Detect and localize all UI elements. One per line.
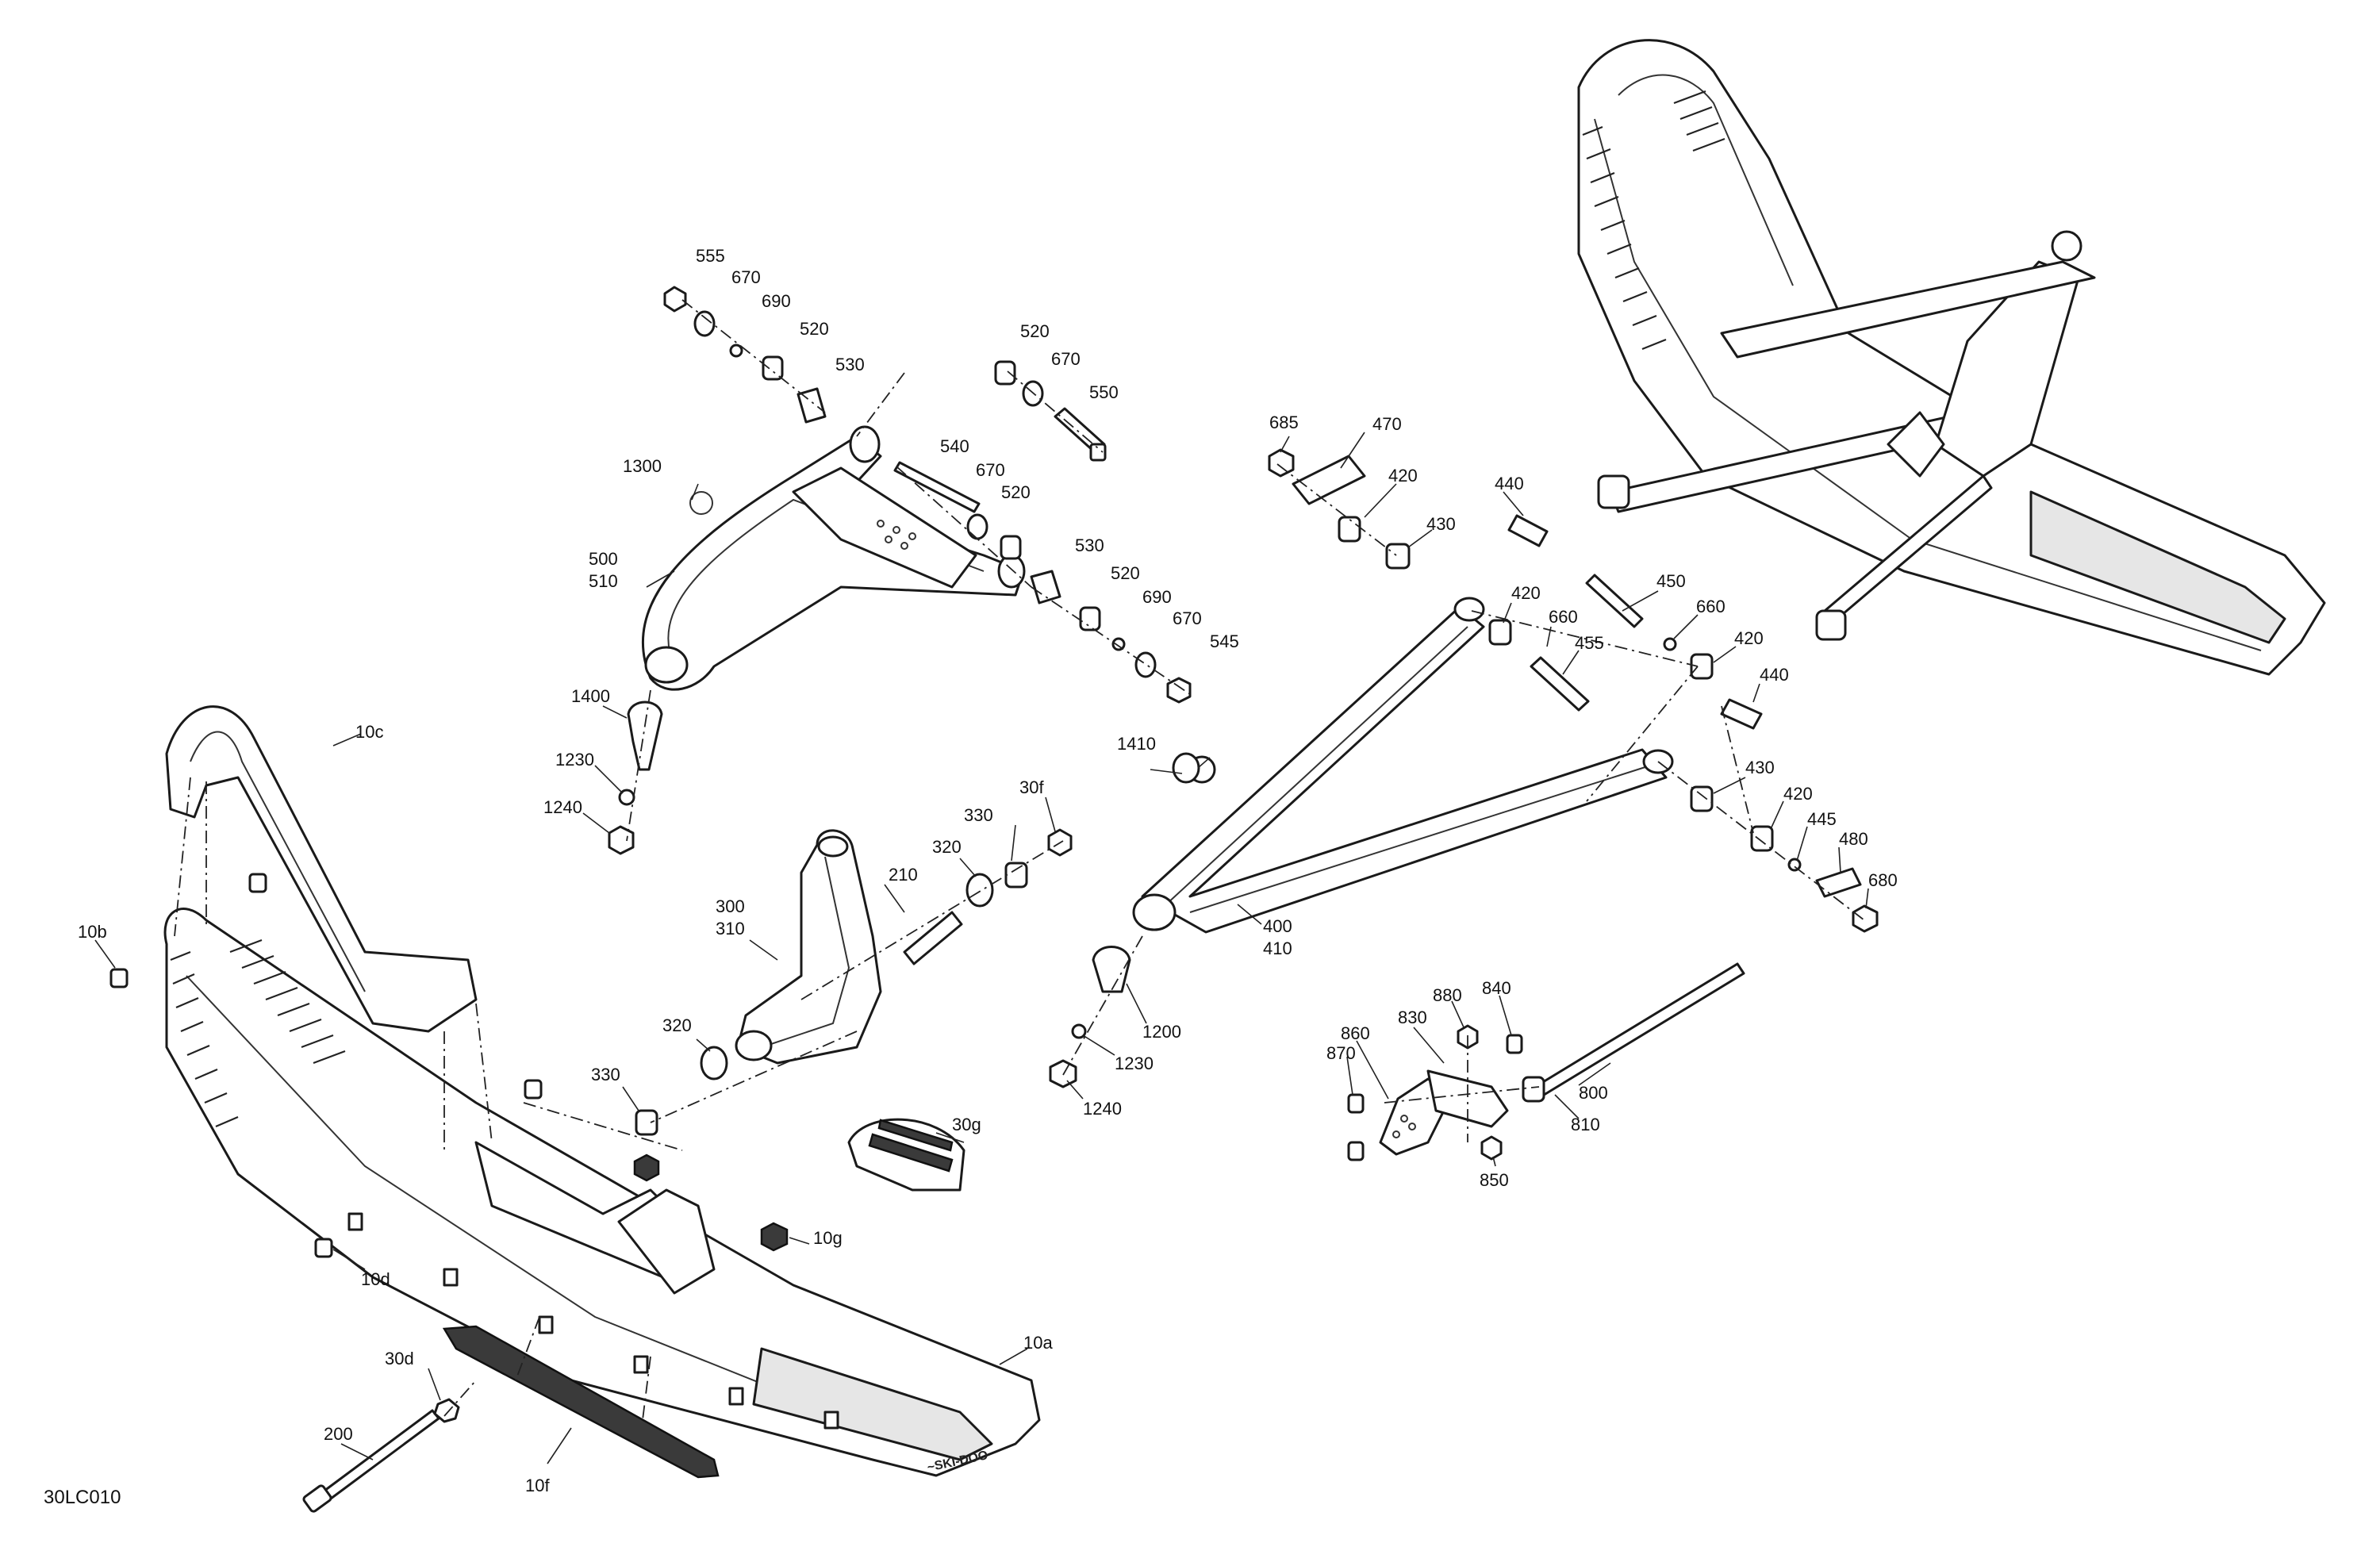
callout-420: 420 bbox=[1783, 784, 1813, 804]
callout-1400: 1400 bbox=[571, 686, 610, 706]
callout-860: 860 bbox=[1341, 1023, 1370, 1043]
callout-1230: 1230 bbox=[555, 750, 594, 770]
callout-30g: 30g bbox=[952, 1115, 981, 1134]
callout-10a: 10a bbox=[1023, 1333, 1053, 1353]
callout-400: 400 bbox=[1263, 916, 1292, 936]
callout-210: 210 bbox=[889, 865, 918, 885]
callout-670: 670 bbox=[976, 460, 1005, 480]
callout-1230: 1230 bbox=[1115, 1054, 1154, 1073]
callout-1300: 1300 bbox=[623, 456, 662, 476]
callout-840: 840 bbox=[1482, 978, 1511, 998]
callout-310: 310 bbox=[716, 919, 745, 938]
callout-520: 520 bbox=[800, 319, 829, 339]
callout-430: 430 bbox=[1745, 758, 1775, 777]
upper-arm-hardware bbox=[608, 286, 1192, 855]
callout-10d: 10d bbox=[361, 1269, 390, 1289]
drawing-code: 30LC010 bbox=[44, 1487, 121, 1508]
callout-800: 800 bbox=[1579, 1083, 1608, 1103]
pad-30g bbox=[847, 1118, 965, 1192]
callout-520: 520 bbox=[1020, 321, 1050, 341]
callout-450: 450 bbox=[1656, 571, 1686, 591]
runner-10f bbox=[442, 1325, 720, 1479]
callout-200: 200 bbox=[324, 1424, 353, 1444]
callout-660: 660 bbox=[1549, 607, 1578, 627]
callout-300: 300 bbox=[716, 896, 745, 916]
callout-690: 690 bbox=[1142, 587, 1172, 607]
callout-680: 680 bbox=[1868, 870, 1898, 890]
callout-410: 410 bbox=[1263, 938, 1292, 958]
callout-520: 520 bbox=[1001, 482, 1031, 502]
callout-670: 670 bbox=[1051, 349, 1081, 369]
callout-455: 455 bbox=[1575, 633, 1604, 653]
callout-440: 440 bbox=[1760, 665, 1789, 685]
callout-500: 500 bbox=[589, 549, 618, 569]
callout-320: 320 bbox=[662, 1015, 692, 1035]
callout-440: 440 bbox=[1495, 474, 1524, 493]
callout-30f: 30f bbox=[1019, 777, 1044, 797]
callout-445: 445 bbox=[1807, 809, 1837, 829]
callout-330: 330 bbox=[591, 1065, 620, 1084]
callout-880: 880 bbox=[1433, 985, 1462, 1005]
spindle-300 bbox=[735, 829, 882, 1065]
callout-labels: 555 670 690 520 530 520 670 550 540 670 … bbox=[78, 246, 1898, 1495]
callout-520: 520 bbox=[1111, 563, 1140, 583]
callout-30d: 30d bbox=[385, 1349, 414, 1368]
lower-arm-hardware bbox=[1172, 448, 1879, 933]
callout-480: 480 bbox=[1839, 829, 1868, 849]
lower-a-arm bbox=[1049, 597, 1674, 1088]
callout-1410: 1410 bbox=[1117, 734, 1156, 754]
spindle-hardware bbox=[635, 828, 1073, 1136]
callout-670: 670 bbox=[731, 267, 761, 287]
callout-330: 330 bbox=[964, 805, 993, 825]
nut-10g bbox=[760, 1222, 789, 1252]
callout-850: 850 bbox=[1480, 1170, 1509, 1190]
callout-830: 830 bbox=[1398, 1008, 1427, 1027]
nut-30d bbox=[433, 1398, 460, 1423]
callout-320: 320 bbox=[932, 837, 962, 857]
callout-10f: 10f bbox=[525, 1476, 550, 1495]
callout-10b: 10b bbox=[78, 922, 107, 942]
callout-1240: 1240 bbox=[543, 797, 582, 817]
leader-lines bbox=[94, 432, 1869, 1464]
callout-430: 430 bbox=[1426, 514, 1456, 534]
callout-530: 530 bbox=[1075, 535, 1104, 555]
callout-10g: 10g bbox=[813, 1228, 843, 1248]
callout-660: 660 bbox=[1696, 597, 1726, 616]
stabilizer-links bbox=[1347, 962, 1745, 1161]
callout-1240: 1240 bbox=[1083, 1099, 1122, 1119]
ski-10a: ~SKI-DOO bbox=[163, 908, 1041, 1477]
callout-540: 540 bbox=[940, 436, 969, 456]
callout-530: 530 bbox=[835, 355, 865, 374]
callout-470: 470 bbox=[1372, 414, 1402, 434]
callout-420: 420 bbox=[1388, 466, 1418, 486]
callout-810: 810 bbox=[1571, 1115, 1600, 1134]
callout-1200: 1200 bbox=[1142, 1022, 1181, 1042]
callout-420: 420 bbox=[1511, 583, 1541, 603]
callout-670: 670 bbox=[1173, 608, 1202, 628]
callout-10c: 10c bbox=[355, 722, 383, 742]
callout-690: 690 bbox=[762, 291, 791, 311]
callout-510: 510 bbox=[589, 571, 618, 591]
ski-bolts bbox=[109, 873, 789, 1258]
callout-870: 870 bbox=[1326, 1043, 1356, 1063]
callout-550: 550 bbox=[1089, 382, 1119, 402]
callout-555: 555 bbox=[696, 246, 725, 266]
callout-685: 685 bbox=[1269, 413, 1299, 432]
callout-420: 420 bbox=[1734, 628, 1764, 648]
ski-handle-10c bbox=[165, 705, 478, 1033]
assembled-ski-right bbox=[1577, 39, 2326, 676]
upper-a-arm bbox=[641, 425, 1026, 691]
alignment-lines bbox=[174, 299, 1865, 1421]
callout-545: 545 bbox=[1210, 631, 1239, 651]
